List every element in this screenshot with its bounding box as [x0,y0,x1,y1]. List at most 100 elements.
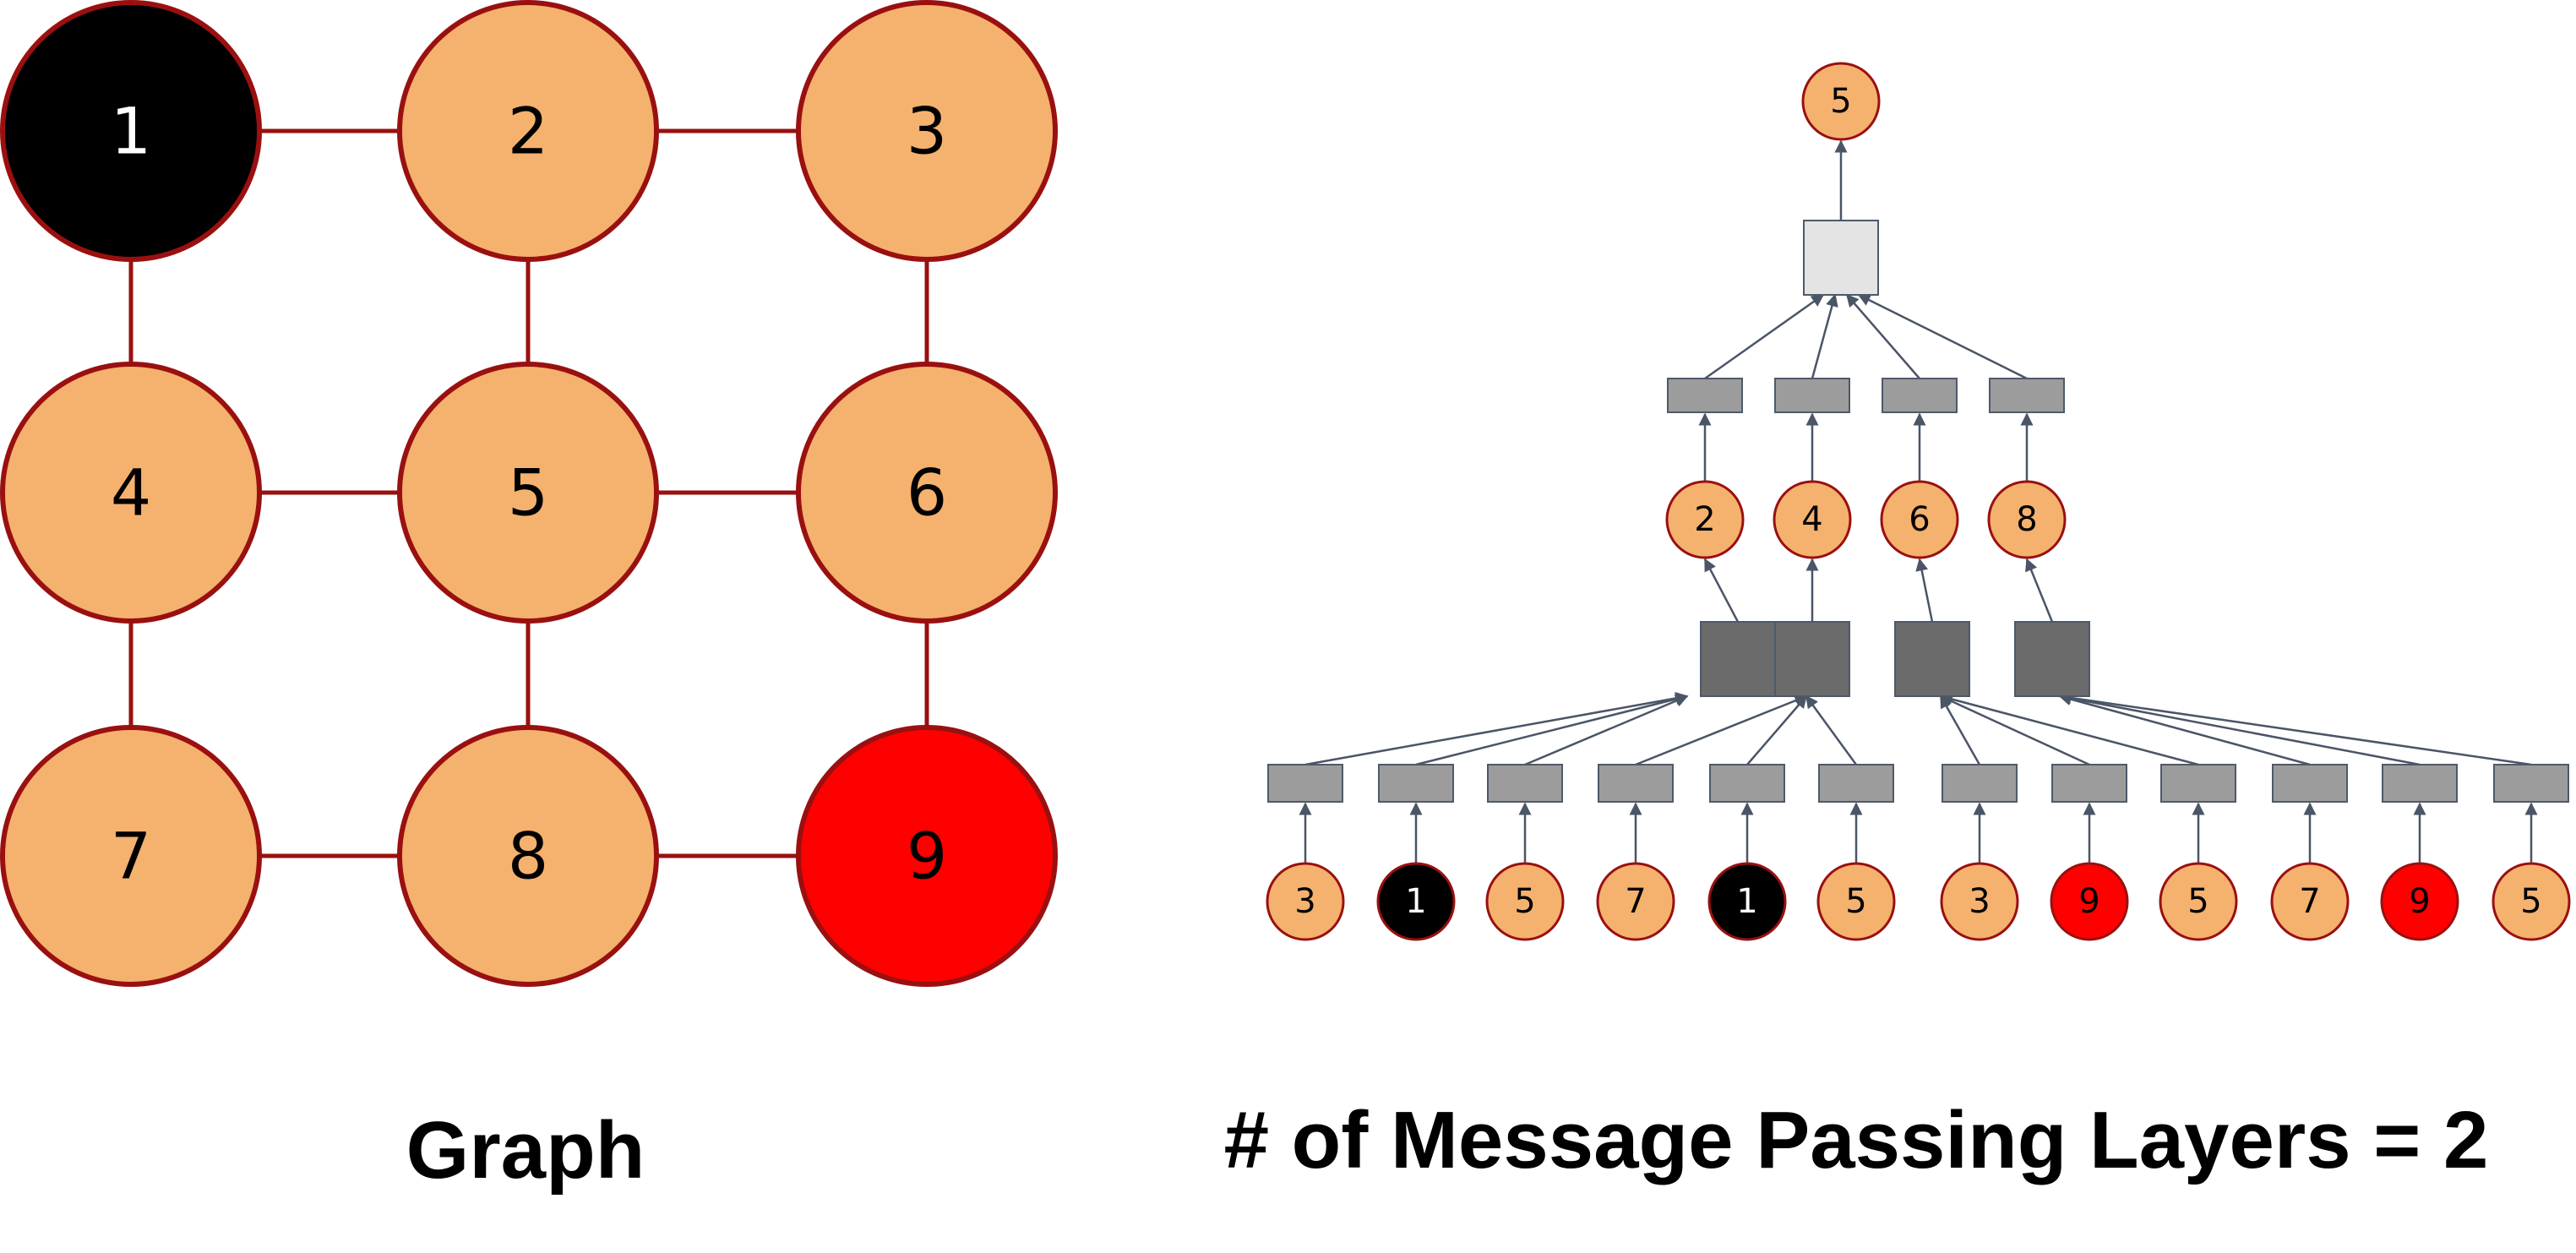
leaf-transform-box [2051,764,2127,803]
graph-node-circle [796,0,1058,262]
leaf-node: 3 [1940,862,2019,941]
tree-node-label: 2 [1694,500,1715,539]
tree-node-circle [1376,862,1456,941]
level1-transform-box [1774,378,1850,413]
tree-node-label: 6 [1909,500,1930,539]
tree-edge-leaf-agg [1939,693,2199,766]
level2-aggregation-box [1700,621,1776,697]
leaf-transform-box [1818,764,1894,803]
graph-node-8: 8 [397,725,659,987]
tree-aggregation-boxes [1267,220,2569,803]
leaf-node: 9 [2380,862,2459,941]
tree-node-circle [1940,862,2019,941]
tree-node-circle [1485,862,1565,941]
tree-node-label: 3 [1969,882,1990,921]
leaf-node: 7 [2270,862,2350,941]
tree-node-circle [1596,862,1675,941]
tree-edge-l1-root [1704,293,1825,380]
leaf-transform-box [2493,764,2569,803]
leaf-transform-box [1487,764,1563,803]
leaf-node: 1 [1707,862,1787,941]
graph-node-label: 4 [111,455,151,531]
leaf-transform-box [2272,764,2348,803]
leaf-node: 1 [1376,862,1456,941]
tree-node-circle [2380,862,2459,941]
level2-aggregation-box [2014,621,2090,697]
graph-caption: Graph [406,1105,645,1196]
tree-edge-l2-l1 [2025,558,2054,623]
graph-node-circle [0,362,262,624]
graph-node-circle [397,362,659,624]
graph-node-label: 1 [111,94,151,169]
tree-node-circle [2050,862,2129,941]
tree-node-label: 9 [2078,882,2099,921]
level1-transform-box [1882,378,1958,413]
graph-node-label: 3 [907,94,947,169]
graph-node-circle [397,0,659,262]
tree-node-label: 1 [1405,882,1426,921]
tree-node-label: 4 [1801,500,1822,539]
graph-node-6: 6 [796,362,1058,624]
leaf-node: 7 [1596,862,1675,941]
leaf-node: 9 [2050,862,2129,941]
tree-edge-leaf-agg [2058,691,2532,766]
tree-node-label: 5 [1845,882,1866,921]
tree-edge-leaf-agg [1746,695,1807,765]
leaf-node: 5 [1816,862,1896,941]
tree-node-circle [2270,862,2350,941]
tree-node-label: 7 [1625,882,1646,921]
tree-node-label: 7 [2299,882,2320,921]
tree-node-label: 5 [2187,882,2208,921]
tree-caption: # of Message Passing Layers = 2 [1224,1095,2489,1185]
tree-node-label: 5 [2520,882,2541,921]
graph-node-2: 2 [397,0,659,262]
tree-node-circle [1773,480,1852,559]
root-aggregation-box [1803,220,1879,296]
level2-aggregation-box [1774,621,1850,697]
tree-root-node: 5 [1801,62,1881,141]
tree-node-circle [1266,862,1345,941]
graph-node-circle [0,0,262,262]
tree-edge-leaf-agg [1524,695,1689,766]
tree-node-circle [1707,862,1787,941]
graph-node-7: 7 [0,725,262,987]
tree-edge-l1-root [1811,293,1838,379]
leaf-transform-box [2382,764,2458,803]
leaf-transform-box [1942,764,2018,803]
leaf-node: 5 [2159,862,2238,941]
leaf-transform-box [1598,764,1674,803]
tree-node-label: 5 [1514,882,1535,921]
level1-node: 2 [1665,480,1745,559]
tree-edge-l1-root [1846,293,1920,379]
tree-node-circle [2159,862,2238,941]
graph-node-circle [0,725,262,987]
leaf-transform-box [1378,764,1454,803]
tree-node-circle [1987,480,2067,559]
level1-node: 4 [1773,480,1852,559]
tree-node-circle [1880,480,1959,559]
tree-edge-leaf-agg [2058,693,2311,766]
leaf-transform-box [1709,764,1785,803]
tree-node-circle [1665,480,1745,559]
graph-node-label: 2 [508,94,548,169]
tree-edge-l2-l1 [1915,558,1934,623]
tree-node-label: 9 [2409,882,2430,921]
tree-node-circle [2492,862,2571,941]
tree-node-circle [1801,62,1881,141]
graph-node-1: 1 [0,0,262,262]
tree-edges [1299,139,2538,863]
level1-transform-box [1989,378,2065,413]
tree-edge-leaf-agg [1939,695,2090,766]
graph-node-label: 9 [907,819,947,894]
leaf-node: 5 [1485,862,1565,941]
level1-node: 6 [1880,480,1959,559]
graph-node-4: 4 [0,362,262,624]
leaf-transform-box [1267,764,1343,803]
tree-edge-leaf-agg [1415,693,1689,766]
graph-node-9: 9 [796,725,1058,987]
tree-node-label: 8 [2016,500,2037,539]
